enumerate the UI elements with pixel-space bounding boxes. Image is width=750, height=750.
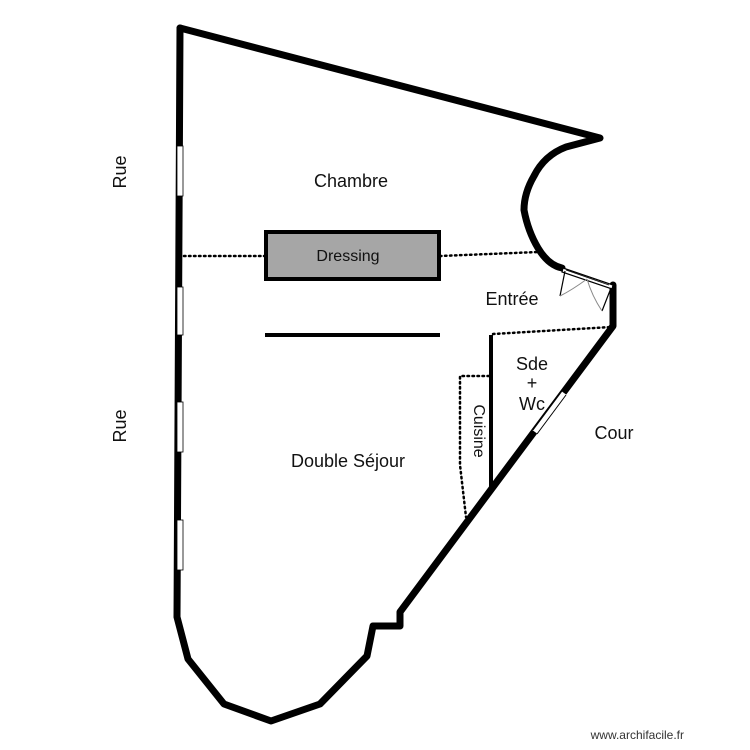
double-sejour-label: Double Séjour xyxy=(291,451,405,471)
cour-label: Cour xyxy=(594,423,633,443)
rue-label-bottom: Rue xyxy=(110,409,130,442)
dressing-box xyxy=(264,230,441,281)
dotted-boundaries xyxy=(182,250,613,519)
chambre-label: Chambre xyxy=(314,171,388,191)
interior-walls xyxy=(265,333,493,488)
sde-label-line1: Sde xyxy=(516,354,548,374)
entree-label: Entrée xyxy=(485,289,538,309)
window-4 xyxy=(176,519,184,571)
outer-wall-main xyxy=(176,24,604,272)
entrance-door xyxy=(559,267,614,312)
cuisine-label: Cuisine xyxy=(470,404,487,457)
sde-label-line3: Wc xyxy=(519,394,545,414)
watermark: www.archifacile.fr xyxy=(590,728,684,742)
window-2 xyxy=(176,286,184,336)
window-3 xyxy=(176,401,184,453)
window-1 xyxy=(176,145,184,197)
rue-label-top: Rue xyxy=(110,155,130,188)
sde-label-line2: + xyxy=(527,373,538,393)
outer-wall-east xyxy=(173,24,617,725)
exterior-walls xyxy=(173,24,617,725)
windows-left xyxy=(176,145,184,571)
dressing-label: Dressing xyxy=(316,248,379,265)
window-cour xyxy=(532,390,567,435)
